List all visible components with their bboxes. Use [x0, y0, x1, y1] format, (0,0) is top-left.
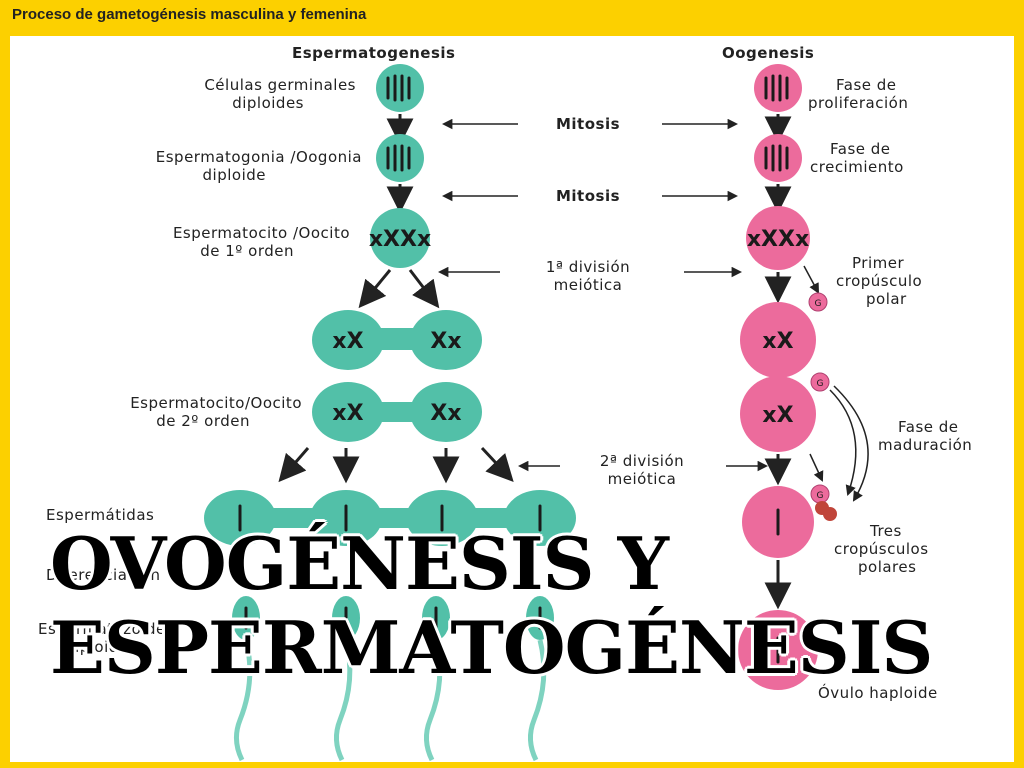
label-meiosis-2-2: meiótica [608, 470, 677, 488]
female-ootid: G [742, 484, 837, 558]
male-spermatids [204, 490, 576, 546]
svg-text:G: G [815, 299, 822, 309]
svg-text:xXXx: xXXx [747, 227, 809, 252]
arrow-curved [833, 385, 869, 502]
mitosis-row-1: Mitosis [441, 115, 739, 133]
label-first-polar-2: cropúsculo [836, 272, 922, 290]
label-growth: Fase de [830, 140, 891, 158]
slide-header-title: Proceso de gametogénesis masculina y fem… [12, 6, 367, 23]
label-ovum: Óvulo haploide [818, 683, 938, 702]
overlay-title-line-2: Espermatogénesis [50, 605, 933, 690]
female-oogonia-cell [754, 64, 802, 112]
label-first-polar: Primer [852, 254, 904, 272]
label-secondary-spermatocyte: Espermatocito/Oocito [130, 394, 302, 412]
label-primary-spermatocyte: Espermatocito /Oocito [173, 224, 350, 242]
label-maturation-2: maduración [878, 436, 972, 454]
label-mitosis: Mitosis [556, 187, 620, 205]
label-spermatogonia-2: diploide [203, 166, 266, 184]
label-differentiation: Diferenciación [46, 566, 161, 584]
svg-text:Xx: Xx [430, 329, 461, 354]
meiosis-1-row: 1ª división meiótica [437, 258, 743, 294]
svg-text:G: G [817, 491, 824, 501]
label-spermatogonia: Espermatogonia /Oogonia [156, 148, 362, 166]
arrow-to-polar-body [803, 265, 819, 294]
svg-text:xX: xX [762, 403, 793, 428]
label-proliferation-2: proliferación [808, 94, 908, 112]
female-secondary-oocyte-b: xX G [740, 372, 830, 452]
svg-text:xXXx: xXXx [369, 227, 431, 252]
label-proliferation: Fase de [836, 76, 897, 94]
female-secondary-oocyte-a: xX [740, 302, 816, 378]
female-growth-cell [754, 134, 802, 182]
svg-text:xX: xX [762, 329, 793, 354]
female-primary-oocyte: xXXx [746, 206, 810, 270]
arrow-split-left [358, 269, 392, 309]
label-growth-2: crecimiento [810, 158, 904, 176]
label-mitosis: Mitosis [556, 115, 620, 133]
arrow-split-right [408, 269, 440, 309]
svg-text:Xx: Xx [430, 401, 461, 426]
label-spermatids: Espermátidas [46, 506, 154, 524]
label-meiosis-2: 2ª división [600, 452, 684, 470]
male-spermatogonia-cell [376, 134, 424, 182]
label-three-polar-2: cropúsculos [834, 540, 929, 558]
arrow-to-polar-body [809, 453, 824, 482]
label-primary-spermatocyte-2: de 1º orden [200, 242, 294, 260]
label-germ-cells-2: diploides [232, 94, 304, 112]
male-dividing-cell-1: xX Xx [312, 310, 482, 370]
arrow-curved [829, 389, 857, 496]
label-meiosis-1: 1ª división [546, 258, 630, 276]
label-three-polar: Tres [869, 522, 902, 540]
label-maturation: Fase de [898, 418, 959, 436]
column-header-spermatogenesis: Espermatogenesis [292, 44, 455, 62]
first-polar-body: G [808, 292, 828, 312]
svg-text:G: G [817, 379, 824, 389]
arrow-down [278, 447, 310, 483]
female-ovum [738, 610, 818, 690]
male-primary-spermatocyte: xXXx [369, 208, 431, 268]
label-spermatozoa-2: haploides [60, 638, 137, 656]
male-germ-cell [376, 64, 424, 112]
label-meiosis-1-2: meiótica [554, 276, 623, 294]
label-germ-cells: Células germinales [204, 76, 356, 94]
label-secondary-spermatocyte-2: de 2º orden [156, 412, 250, 430]
male-secondary-spermatocyte: xX Xx [312, 382, 482, 442]
label-first-polar-3: polar [866, 290, 907, 308]
label-three-polar-3: polares [858, 558, 916, 576]
arrow-down [480, 446, 514, 482]
overlay-title-line-1: Ovogénesis y [50, 521, 669, 606]
svg-text:xX: xX [332, 329, 363, 354]
male-spermatozoa [232, 596, 554, 762]
svg-text:xX: xX [332, 401, 363, 426]
column-header-oogenesis: Oogenesis [722, 44, 814, 62]
mitosis-row-2: Mitosis [441, 187, 739, 205]
label-spermatozoa: Espermatozoides [38, 620, 174, 638]
meiosis-2-row: 2ª división meiótica [517, 452, 769, 488]
